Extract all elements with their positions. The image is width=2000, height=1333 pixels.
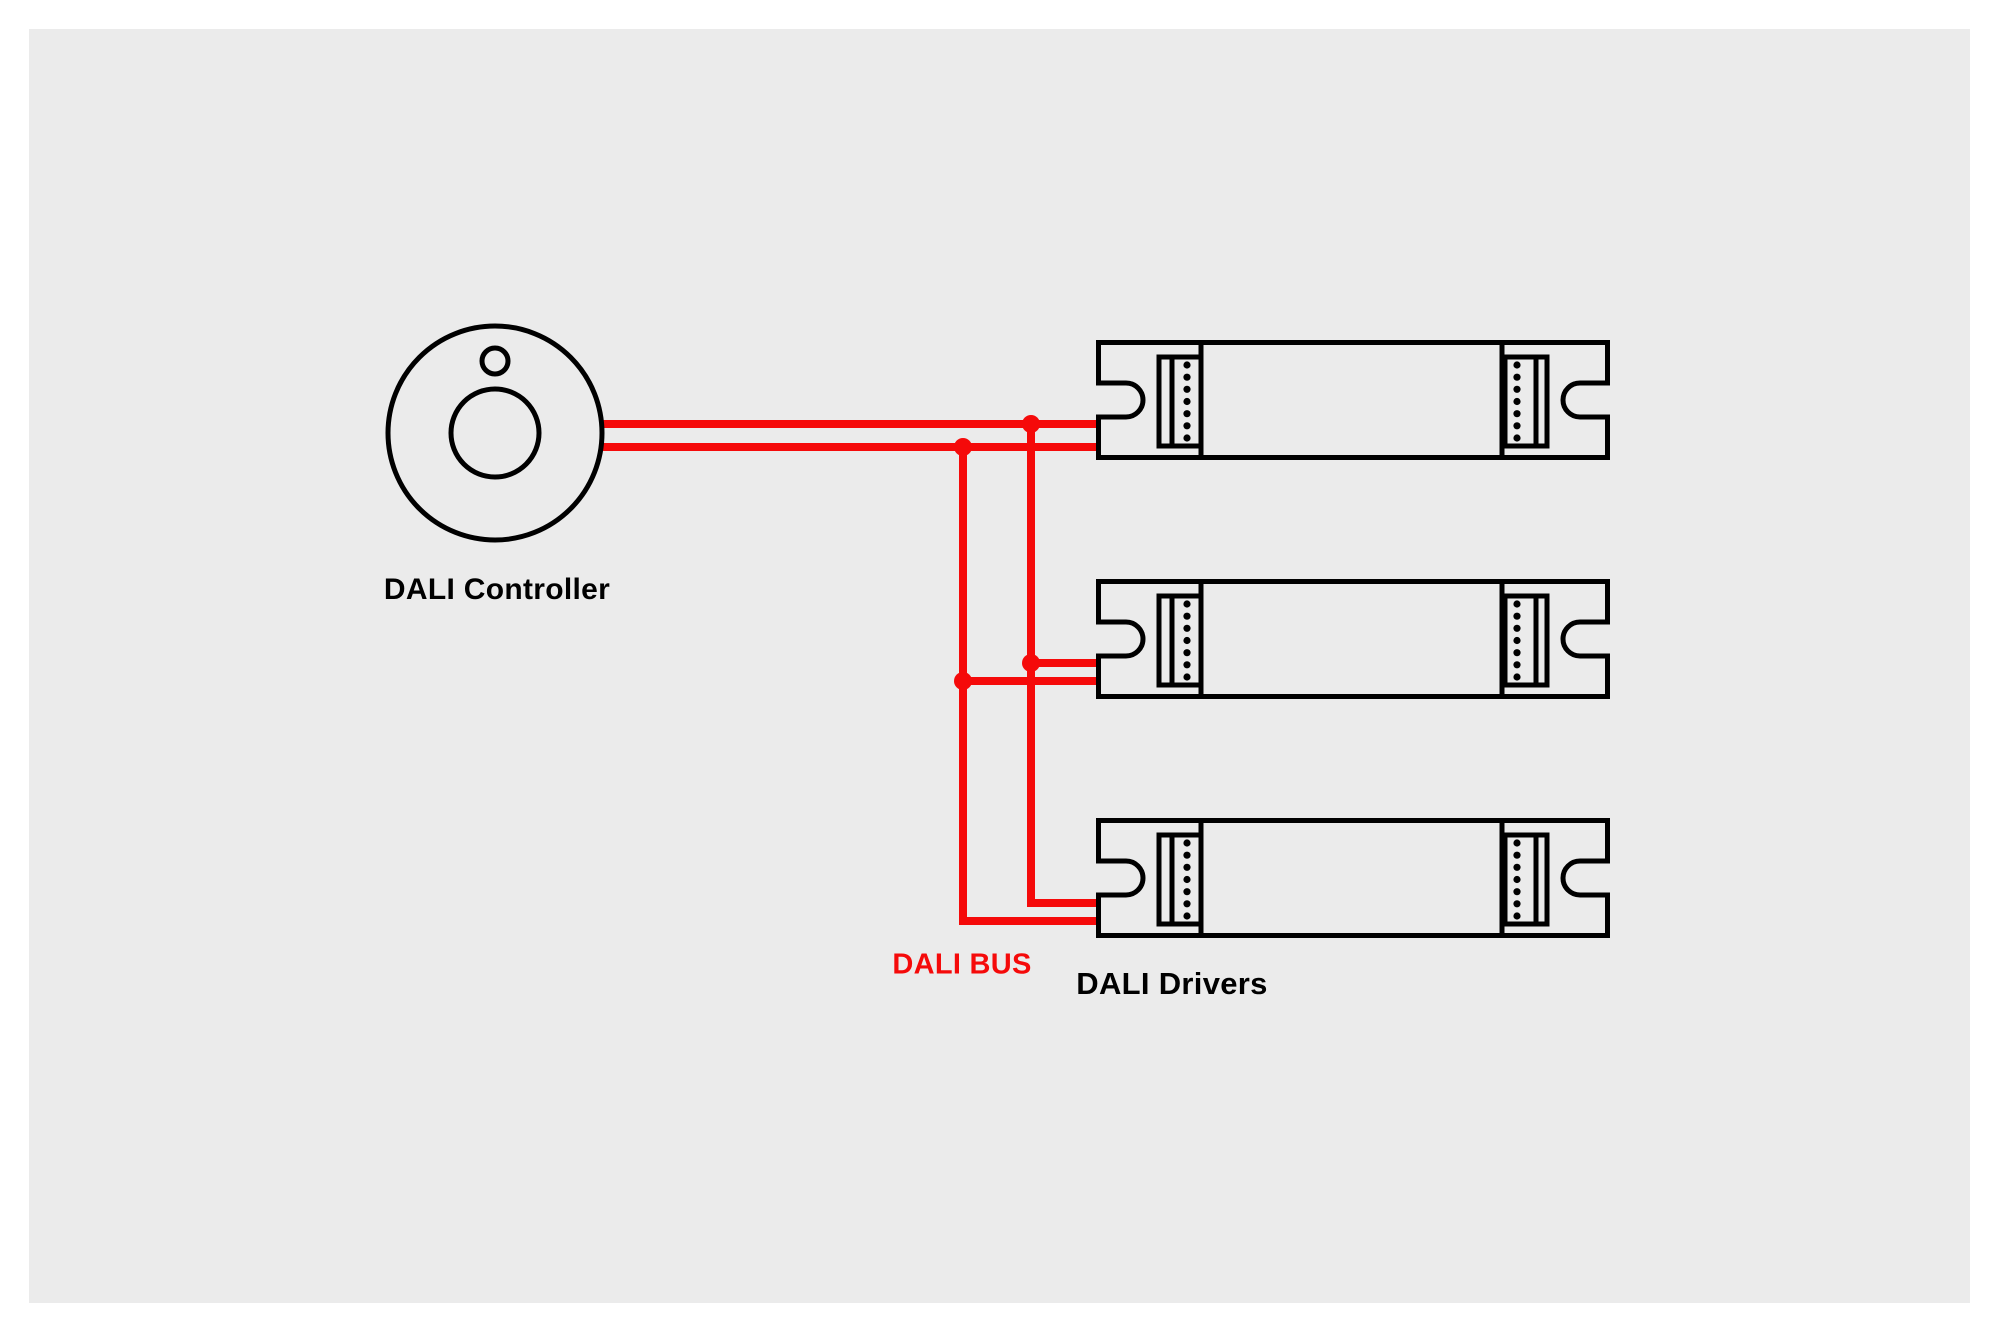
bus-junction-dot bbox=[954, 438, 972, 456]
dali-driver bbox=[1099, 821, 1608, 936]
dali-bus-wiring bbox=[600, 415, 1099, 925]
bus-drop-right bbox=[1027, 424, 1099, 907]
controller-label: DALI Controller bbox=[383, 573, 611, 606]
controller-body bbox=[385, 323, 605, 543]
bus-junction-dot bbox=[954, 672, 972, 690]
controller-indicator bbox=[479, 345, 511, 377]
dali-driver bbox=[1099, 343, 1608, 458]
dali-driver bbox=[1099, 582, 1608, 697]
diagram-panel bbox=[29, 29, 1970, 1303]
drivers-label: DALI Drivers bbox=[1076, 966, 1268, 1001]
bus-junction-dot bbox=[1022, 654, 1040, 672]
bus-label: DALI BUS bbox=[892, 948, 1032, 981]
dali-controller bbox=[385, 323, 605, 543]
controller-knob bbox=[448, 386, 542, 480]
bus-drop-left bbox=[959, 447, 1099, 925]
bus-junction-dot bbox=[1022, 415, 1040, 433]
